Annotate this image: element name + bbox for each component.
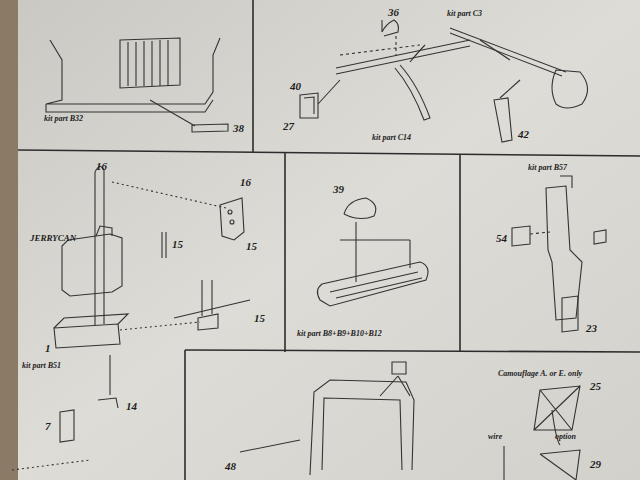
callout-number: 48 [225, 460, 236, 472]
part-reference: wire [488, 433, 502, 442]
part-reference: kit part B57 [528, 164, 567, 173]
callout-number: 15 [172, 238, 183, 250]
part-reference: kit part C3 [447, 10, 482, 19]
callout-number: 15 [246, 240, 257, 252]
part-reference: kit part B51 [22, 362, 61, 371]
callout-number: 7 [45, 420, 51, 432]
part-name: JERRYCAN [30, 234, 76, 244]
callout-number: 38 [233, 122, 244, 134]
callout-number: 16 [96, 160, 107, 172]
callout-number: 15 [254, 312, 265, 324]
callout-number: 23 [586, 322, 597, 334]
part-reference: kit part B8+B9+B10+B12 [297, 330, 382, 339]
callout-number: 42 [518, 128, 529, 140]
callout-number: 1 [45, 342, 51, 354]
part-reference: kit part C14 [372, 134, 411, 143]
callout-number: 29 [590, 458, 601, 470]
part-reference: Camouflage A. or E. only [498, 370, 582, 379]
callout-number: 54 [496, 232, 507, 244]
callout-number: 14 [126, 400, 137, 412]
callout-number: 40 [290, 80, 301, 92]
callout-number: 39 [333, 183, 344, 195]
callout-number: 27 [283, 120, 294, 132]
callout-number: 36 [388, 6, 399, 18]
callout-number: 25 [590, 380, 601, 392]
callout-number: 16 [240, 176, 251, 188]
part-reference: kit part B32 [44, 115, 83, 124]
part-reference: option [555, 433, 576, 442]
